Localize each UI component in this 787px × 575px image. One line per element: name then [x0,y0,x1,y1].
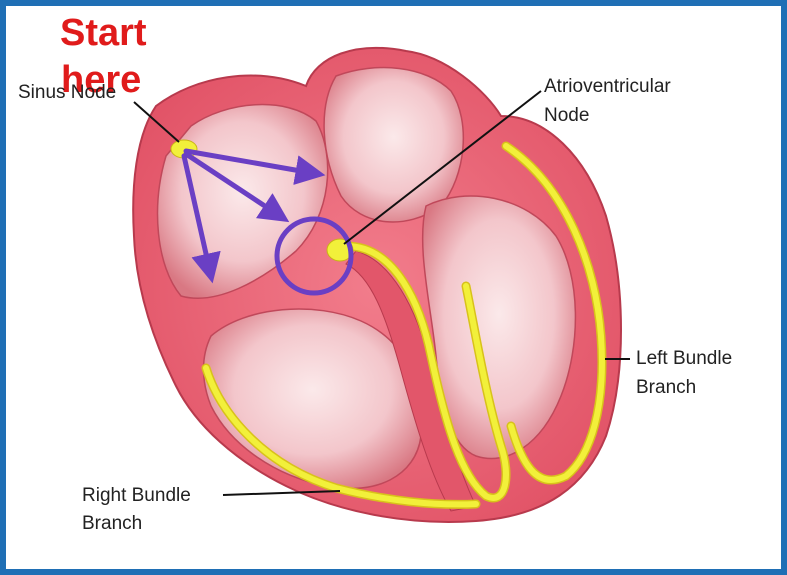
left-atrium [324,68,463,222]
av-node-label-line1: Atrioventricular [544,74,671,99]
av-node-label-line2: Node [544,103,589,128]
left-bundle-label-line2: Branch [636,375,696,400]
left-bundle-label-line1: Left Bundle [636,346,732,371]
sinus-node-label: Sinus Node [18,80,116,105]
start-here-line1: Start [60,14,147,52]
right-bundle-label-line1: Right Bundle [82,483,191,508]
diagram-frame: Start here Sinus Node Atrioventricular N… [6,6,781,569]
right-bundle-label-line2: Branch [82,511,142,536]
